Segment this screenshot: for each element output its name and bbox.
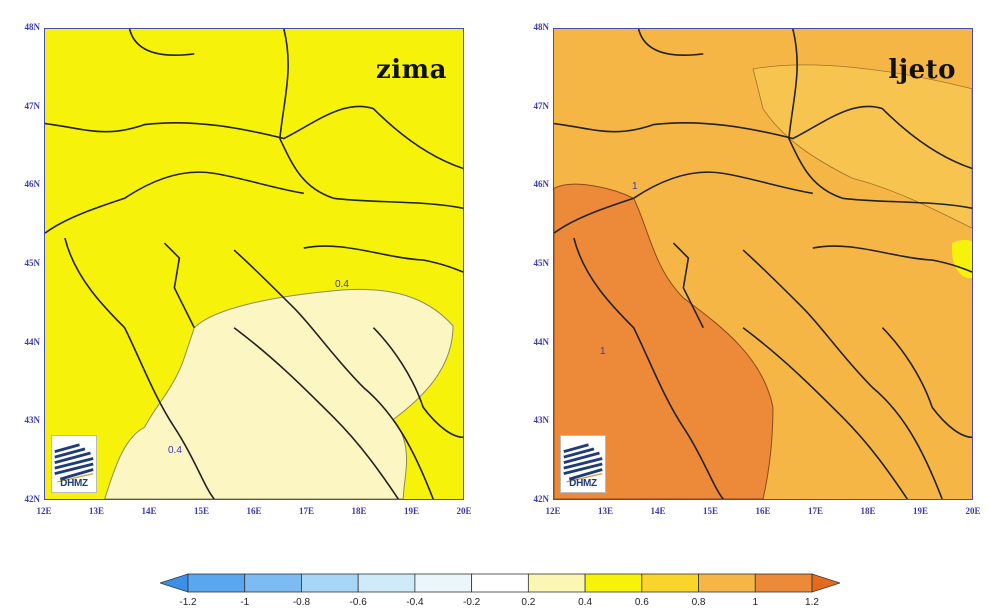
logo-text: DHMZ	[60, 478, 88, 489]
lon-tick-label: 18E	[351, 506, 367, 516]
map-svg-summer	[554, 29, 972, 499]
lat-tick-label: 42N	[533, 494, 550, 504]
colorbar-tick-label: -1.2	[179, 597, 197, 608]
colorbar	[160, 573, 840, 593]
colorbar-tick-label: 1.2	[805, 597, 819, 608]
lat-tick-label: 44N	[533, 336, 550, 347]
colorbar-swatch	[187, 573, 246, 593]
map-panel-summer: ljeto 1 1 DHMZ	[553, 28, 973, 500]
lat-tick-label: 48N	[533, 22, 550, 32]
contour-region-low	[104, 288, 454, 499]
colorbar-swatch	[414, 573, 473, 593]
colorbar-swatch	[527, 573, 586, 593]
lon-tick-label: 15E	[702, 506, 718, 516]
colorbar-tick-label: -0.4	[406, 597, 424, 608]
lon-tick-label: 16E	[755, 506, 771, 516]
colorbar-swatch	[244, 573, 302, 593]
colorbar-tick-label: -1	[240, 597, 250, 608]
contour-region-low	[951, 239, 972, 279]
lat-tick-label: 46N	[533, 179, 550, 190]
lon-tick-label: 14E	[650, 506, 666, 516]
lat-tick-label: 46N	[24, 179, 41, 190]
lon-tick-label: 16E	[246, 506, 262, 516]
colorbar-swatch	[641, 573, 699, 593]
logo-stripes-icon	[563, 443, 603, 483]
dhmz-logo-icon: DHMZ	[560, 435, 606, 493]
colorbar-tick-label: -0.8	[292, 597, 311, 608]
contour-label: 1	[632, 181, 638, 192]
colorbar-arrow-right	[811, 573, 840, 593]
lon-tick-label: 18E	[860, 506, 876, 516]
colorbar-swatch	[357, 573, 416, 593]
season-title: ljeto	[888, 55, 956, 85]
lon-tick-label: 19E	[403, 506, 419, 516]
contour-region-mid	[752, 64, 972, 229]
lat-tick-label: 43N	[533, 415, 550, 426]
colorbar-arrow-left	[160, 573, 189, 593]
colorbar-tick-label: 0.8	[691, 597, 706, 608]
colorbar-tick-label: 0.4	[578, 597, 593, 608]
contour-label: 0.4	[168, 445, 182, 456]
lon-tick-label: 17E	[807, 506, 823, 516]
lat-tick-label: 48N	[24, 22, 41, 32]
colorbar-tick-label: 0.2	[521, 597, 536, 608]
colorbar-tick-label: 1	[752, 597, 759, 608]
lon-tick-label: 12E	[545, 506, 561, 516]
map-svg-winter	[45, 29, 463, 499]
lon-tick-label: 19E	[912, 506, 928, 516]
lat-tick-label: 47N	[533, 100, 550, 111]
lon-tick-label: 14E	[141, 506, 157, 516]
contour-label: 0.4	[335, 279, 349, 290]
contour-label: 1	[600, 346, 606, 357]
colorbar-swatch	[301, 573, 359, 593]
logo-stripes-icon	[54, 443, 94, 483]
colorbar-tick-label: -0.6	[349, 597, 367, 608]
lon-tick-label: 13E	[88, 506, 104, 516]
lat-tick-label: 44N	[24, 336, 41, 347]
lat-tick-label: 45N	[24, 258, 41, 268]
lat-tick-label: 43N	[24, 415, 41, 426]
lat-tick-label: 45N	[533, 258, 550, 268]
lon-tick-label: 15E	[193, 506, 209, 516]
colorbar-tick-label: 0.6	[634, 597, 649, 608]
colorbar-swatch	[471, 573, 529, 593]
colorbar-swatch	[698, 573, 756, 593]
dhmz-logo-icon: DHMZ	[51, 435, 97, 493]
lat-tick-label: 42N	[24, 494, 41, 504]
lon-tick-label: 20E	[456, 506, 472, 516]
map-panel-winter: zima 0.4 0.4 DHMZ	[44, 28, 464, 500]
lon-tick-label: 13E	[597, 506, 613, 516]
colorbar-swatch	[584, 573, 643, 593]
colorbar-swatch	[754, 573, 813, 593]
lon-tick-label: 12E	[36, 506, 52, 516]
borders	[554, 29, 972, 499]
lon-tick-label: 20E	[965, 506, 981, 516]
colorbar-tick-label: -0.2	[463, 597, 481, 608]
season-title: zima	[376, 55, 447, 85]
logo-text: DHMZ	[569, 478, 597, 489]
lon-tick-label: 17E	[298, 506, 314, 516]
lat-tick-label: 47N	[24, 100, 41, 111]
borders	[45, 29, 463, 499]
